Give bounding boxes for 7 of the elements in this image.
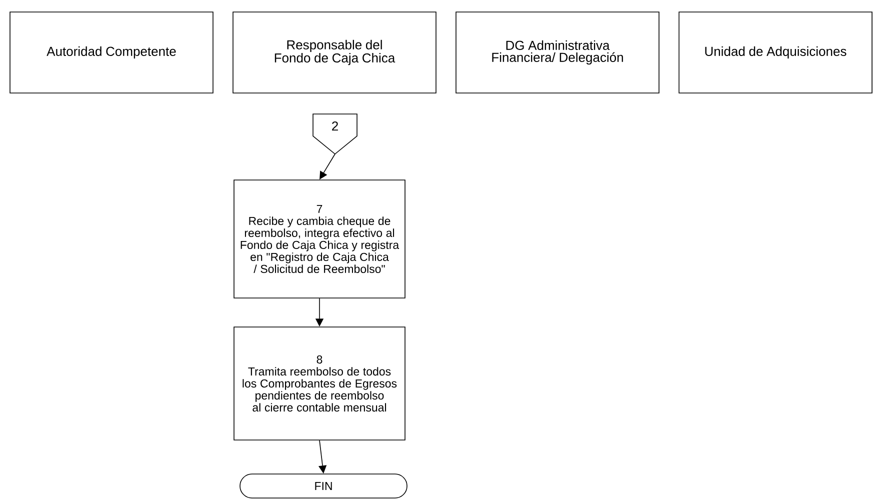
process-box: 8 Tramita reembolso de todos los Comprobantes de Egresos pendientes de reembolso al cierre contable mensual [234, 326, 406, 440]
process-box: 7 Recibe y cambia cheque de reembolso, integra efectivo al Fondo de Caja Chica y registra en "Registro de Caja Chica / Solicitud de Reembolso" [234, 180, 406, 298]
lane-header-box: DG Administrativa Financiera/ Delegación [456, 12, 660, 94]
lane-header-box: Responsable del Fondo de Caja Chica [232, 12, 436, 94]
lane-header-box: Autoridad Competente [10, 12, 214, 94]
lane-header-box: Unidad de Adquisiciones [678, 12, 872, 94]
off-page-connector: 2 [312, 114, 358, 155]
